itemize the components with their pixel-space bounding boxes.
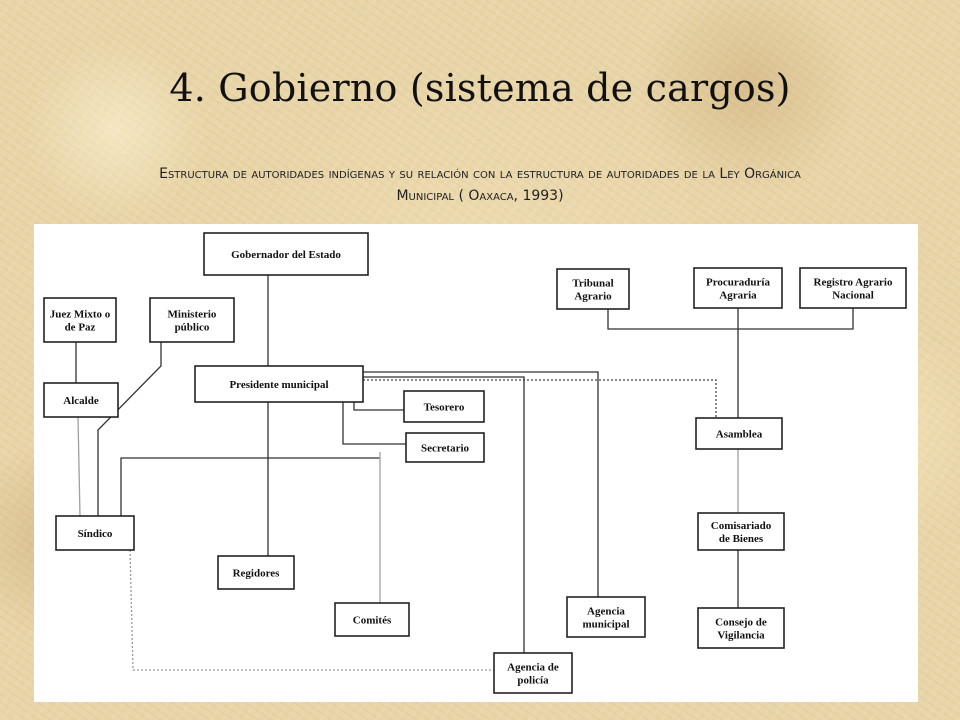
node-box xyxy=(493,652,573,694)
node-presidente: Presidente municipal xyxy=(194,365,364,403)
node-box xyxy=(43,382,119,418)
node-label: Tesorero xyxy=(424,402,465,414)
connector-line xyxy=(129,549,494,671)
subtitle-line-2: Municipal ( Oaxaca, 1993) xyxy=(396,188,564,204)
node-box xyxy=(405,432,485,463)
node-label: de Paz xyxy=(65,322,96,334)
node-box xyxy=(693,267,783,309)
subtitle-line-1: Estructura de autoridades indígenas y su… xyxy=(159,166,801,182)
node-label: Vigilancia xyxy=(717,630,765,642)
node-box xyxy=(403,390,485,423)
connector-line xyxy=(97,342,162,516)
node-label: Procuraduría xyxy=(706,277,770,289)
node-label: municipal xyxy=(582,619,629,631)
node-box xyxy=(194,365,364,403)
node-box xyxy=(697,512,785,551)
node-box xyxy=(217,555,295,590)
node-regidores: Regidores xyxy=(217,555,295,590)
node-box xyxy=(149,297,235,343)
node-label: Tribunal xyxy=(572,278,613,290)
node-label: Comisariado xyxy=(711,520,772,532)
node-label: de Bienes xyxy=(719,533,764,545)
connector-line xyxy=(120,457,380,516)
node-box xyxy=(799,267,907,309)
slide-subtitle: Estructura de autoridades indígenas y su… xyxy=(60,163,900,207)
node-label: policía xyxy=(517,675,549,687)
node-label: Regidores xyxy=(233,568,281,580)
connector-line xyxy=(353,402,404,411)
node-label: Agraria xyxy=(719,290,757,302)
node-label: Nacional xyxy=(832,290,874,302)
node-box xyxy=(697,607,785,649)
node-box xyxy=(556,268,630,310)
node-label: Registro Agrario xyxy=(814,277,893,289)
node-comites: Comités xyxy=(334,602,410,637)
node-label: Secretario xyxy=(421,443,470,455)
node-box xyxy=(334,602,410,637)
node-box xyxy=(55,515,135,551)
slide-title: 4. Gobierno (sistema de cargos) xyxy=(169,66,791,110)
node-label: Presidente municipal xyxy=(229,379,328,391)
node-box xyxy=(203,232,369,276)
connector-line xyxy=(363,376,525,653)
node-label: Ministerio xyxy=(168,309,217,321)
node-label: Gobernador del Estado xyxy=(231,249,341,261)
node-gobernador: Gobernador del Estado xyxy=(203,232,369,276)
node-sindico: Síndico xyxy=(55,515,135,551)
node-box xyxy=(566,596,646,638)
node-label: Juez Mixto o xyxy=(50,309,111,321)
node-box xyxy=(43,297,117,343)
connector-line xyxy=(77,416,81,517)
node-label: Comités xyxy=(353,615,392,627)
node-label: Asamblea xyxy=(716,429,763,441)
node-asamblea: Asamblea xyxy=(695,417,783,450)
node-label: Agencia de xyxy=(507,662,559,674)
node-label: Síndico xyxy=(78,528,113,540)
node-juez: Juez Mixto ode Paz xyxy=(43,297,117,343)
node-label: público xyxy=(175,322,210,334)
node-secretario: Secretario xyxy=(405,432,485,463)
node-tesorero: Tesorero xyxy=(403,390,485,423)
node-label: Agrario xyxy=(574,291,612,303)
connector-line xyxy=(363,371,599,597)
connector-line xyxy=(607,308,854,330)
node-alcalde: Alcalde xyxy=(43,382,119,418)
connector-line xyxy=(363,379,717,418)
node-label: Consejo de xyxy=(715,617,767,629)
node-label: Alcalde xyxy=(63,395,99,407)
connector-line xyxy=(342,402,406,445)
node-label: Agencia xyxy=(587,606,625,618)
node-box xyxy=(695,417,783,450)
